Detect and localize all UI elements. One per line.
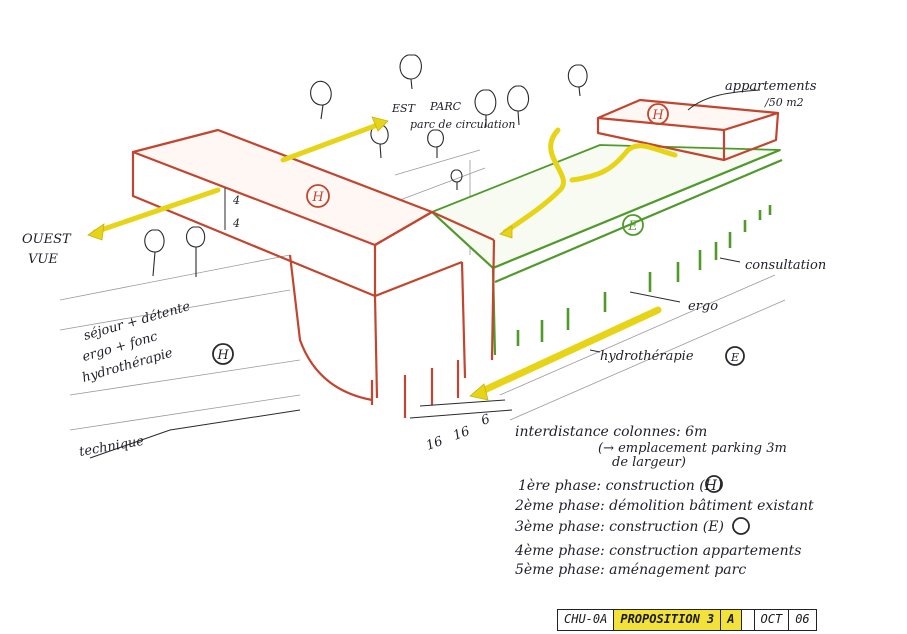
phase-2: 2ème phase: démolition bâtiment existant bbox=[514, 498, 814, 514]
label-ergo: ergo bbox=[688, 299, 718, 314]
arrowhead-bottom bbox=[469, 383, 489, 401]
e-circle-side-icon bbox=[725, 346, 745, 366]
title-year: 06 bbox=[795, 612, 810, 626]
arrow-east bbox=[280, 121, 383, 163]
label-dim-4b: 4 bbox=[232, 217, 240, 230]
tree-icon bbox=[370, 124, 389, 159]
building-e bbox=[431, 144, 783, 356]
phase-5: 5ème phase: aménagement parc bbox=[515, 562, 746, 578]
title-month: OCT bbox=[755, 610, 790, 630]
label-parc: PARC bbox=[429, 100, 462, 113]
h-circle-phase-icon bbox=[705, 475, 723, 493]
title-variant: A bbox=[721, 610, 742, 630]
label-hydrotherapie: hydrothérapie bbox=[600, 349, 694, 364]
arrowhead-west bbox=[87, 223, 105, 241]
title-code: CHU-0A bbox=[558, 610, 615, 630]
tree-icon bbox=[474, 89, 497, 127]
title-proposition: PROPOSITION 3 bbox=[614, 610, 722, 630]
label-dim-16a: 16 bbox=[424, 434, 445, 454]
label-technique: technique bbox=[78, 434, 145, 460]
label-vue: VUE bbox=[28, 252, 58, 267]
tree-icon bbox=[567, 64, 588, 97]
note-emplacement-1: (→ emplacement parking 3m bbox=[598, 441, 787, 456]
label-dim-4a: 4 bbox=[232, 194, 240, 207]
tree-icon bbox=[186, 226, 206, 277]
marker-h-top: H bbox=[311, 190, 324, 205]
label-est: EST bbox=[391, 102, 417, 115]
circle-markers bbox=[212, 103, 750, 535]
arrow-apartments bbox=[569, 143, 678, 183]
label-dim-6: 6 bbox=[479, 412, 492, 429]
label-ouest: OUEST bbox=[22, 232, 72, 247]
tree-icon bbox=[399, 54, 422, 90]
phase-3: 3ème phase: construction (E) bbox=[515, 519, 724, 535]
e-circle-icon bbox=[622, 214, 644, 236]
building-appartements bbox=[596, 98, 780, 162]
arrow-circulation bbox=[502, 127, 566, 235]
marker-e-side: E bbox=[730, 351, 739, 364]
tree-icon bbox=[310, 80, 332, 120]
label-consultation: consultation bbox=[745, 258, 826, 273]
title-blank bbox=[742, 610, 755, 630]
marker-e: E bbox=[627, 219, 638, 234]
tree-icon bbox=[427, 129, 444, 158]
leader-lines bbox=[89, 89, 761, 459]
label-dim-16b: 16 bbox=[451, 424, 472, 444]
note-interdistance: interdistance colonnes: 6m bbox=[515, 424, 707, 440]
trees bbox=[144, 54, 588, 277]
label-appartements: appartements bbox=[725, 79, 817, 94]
construction-lines bbox=[59, 149, 786, 431]
tree-icon bbox=[450, 169, 463, 190]
tree-icon bbox=[507, 85, 530, 126]
phase-4: 4ème phase: construction appartements bbox=[514, 543, 801, 559]
arrowhead-east bbox=[371, 116, 389, 132]
marker-h-app: H bbox=[651, 108, 664, 123]
arrow-bottom bbox=[474, 306, 662, 397]
phase-1: 1ère phase: construction (H) bbox=[518, 478, 722, 494]
arrow-west bbox=[92, 187, 221, 235]
tree-icon bbox=[144, 229, 165, 277]
note-emplacement-2: de largeur) bbox=[612, 455, 686, 470]
h-circle-app-icon bbox=[647, 103, 669, 125]
arrowhead-circulation bbox=[499, 225, 513, 239]
arrows bbox=[92, 121, 678, 397]
building-h bbox=[131, 128, 496, 418]
e-circle-phase-icon bbox=[732, 517, 750, 535]
title-block: CHU-0A PROPOSITION 3 A OCT 06 bbox=[557, 609, 817, 631]
marker-h-side: H bbox=[216, 348, 229, 363]
label-parc-circulation: parc de circulation bbox=[410, 118, 515, 131]
h-circle-side-icon bbox=[212, 343, 234, 365]
label-appartements-size: /50 m2 bbox=[764, 96, 804, 109]
h-circle-top-icon bbox=[306, 184, 330, 208]
arrowheads bbox=[87, 116, 513, 401]
